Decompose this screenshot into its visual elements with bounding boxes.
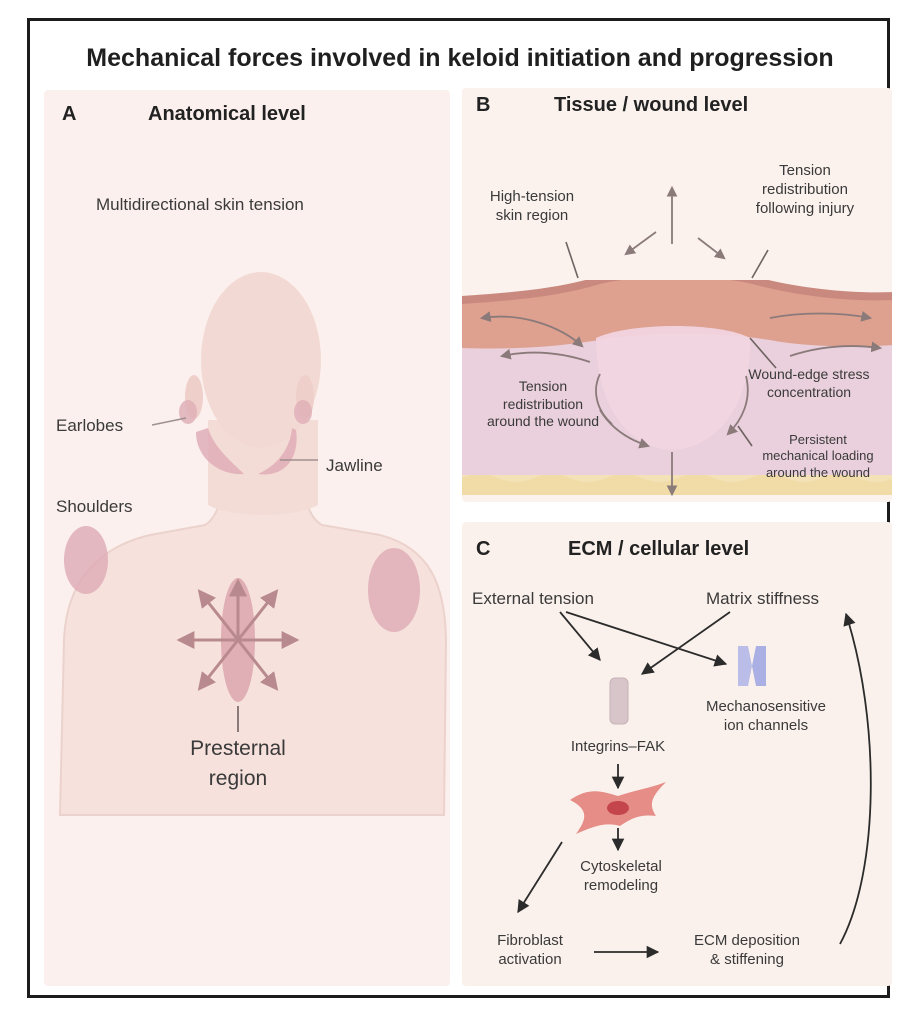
label-jawline: Jawline [326, 456, 383, 475]
panel-a-subtitle: Multidirectional skin tension [96, 195, 304, 214]
label-redistribution-injury: Tension redistribution following injury [755, 162, 855, 217]
head-shape [201, 272, 321, 448]
panel-c-letter: C [476, 538, 491, 560]
label-presternal-line1: Presternal [190, 737, 286, 760]
label-earlobes: Earlobes [56, 416, 124, 435]
panel-a-heading: Anatomical level [148, 103, 306, 125]
panel-b-letter: B [476, 94, 491, 116]
label-cytoskeletal-remodeling: Cytoskeletal remodeling [580, 858, 662, 894]
jawline-right-highlight [258, 428, 297, 475]
epidermis [462, 280, 892, 304]
integrin-icon [609, 677, 629, 725]
panel-b-heading: Tissue / wound level [554, 94, 749, 116]
label-presternal-line2: region [208, 767, 268, 790]
label-ecm-deposition: ECM deposition & stiffening [694, 932, 800, 968]
ion-channel-icon [738, 646, 766, 686]
panel-a-letter: A [62, 103, 77, 125]
panel-cellular [462, 522, 892, 986]
wound-area [596, 326, 751, 450]
label-ion-channels: Mechanosensitive ion channels [705, 698, 827, 734]
label-persistent-loading: Persistent mechanical loading around the… [762, 432, 874, 480]
label-integrins-fak: Integrins–FAK [570, 738, 666, 755]
panel-c-heading: ECM / cellular level [568, 538, 750, 560]
label-fibroblast-activation: Fibroblast activation [497, 932, 563, 968]
jawline-left-highlight [196, 428, 244, 475]
fibroblast-cell-icon [570, 782, 666, 834]
shoulder-right-highlight [368, 548, 420, 632]
label-shoulders: Shoulders [56, 497, 133, 516]
label-high-tension: High-tension skin region [489, 188, 575, 224]
figure-title: Mechanical forces involved in keloid ini… [86, 44, 834, 72]
label-wound-edge-stress: Wound-edge stress concentration [748, 366, 870, 400]
label-external-tension: External tension [472, 589, 594, 608]
tension-arrows [176, 578, 300, 691]
label-matrix-stiffness: Matrix stiffness [706, 589, 820, 608]
earlobe-right-highlight [294, 400, 312, 424]
shoulder-left-highlight [64, 526, 108, 594]
label-redistribution-around-wound: Tension redistribution around the wound [486, 378, 600, 429]
